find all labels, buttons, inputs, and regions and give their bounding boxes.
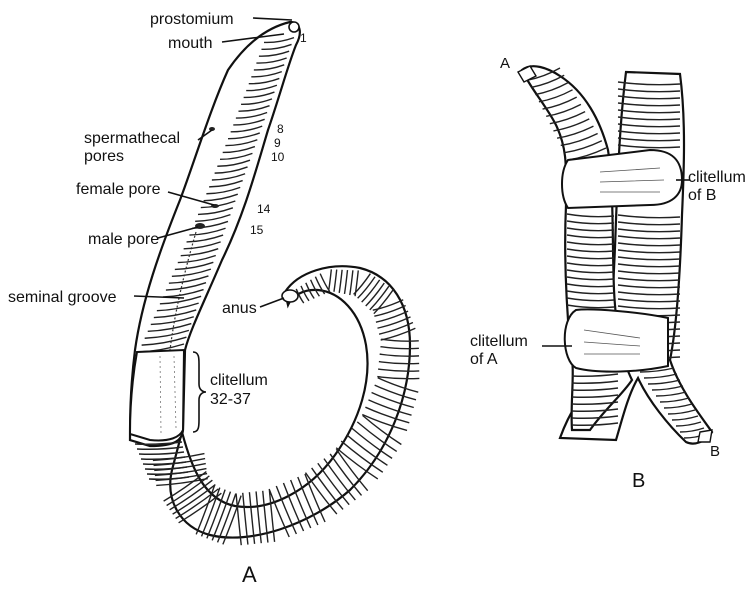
label-spermathecal-pores-line2: pores (84, 148, 124, 165)
worm-a-figure (130, 18, 419, 545)
label-mouth: mouth (168, 35, 212, 52)
label-clitellum-of-a-line2: of A (470, 351, 498, 368)
label-anus: anus (222, 300, 257, 317)
segment-number-1: 1 (300, 31, 307, 45)
caption-a: A (242, 562, 257, 587)
label-clitellum-of-b-line2: of B (688, 187, 716, 204)
label-spermathecal-pores-line1: spermathecal (84, 130, 180, 147)
label-worm-a-end: A (500, 55, 510, 72)
anus-leader (260, 298, 284, 307)
caption-b: B (632, 470, 645, 492)
segment-number-8: 8 (277, 122, 284, 136)
label-clitellum-of-b-line1: clitellum (688, 169, 746, 186)
label-seminal-groove: seminal groove (8, 289, 117, 306)
label-male-pore: male pore (88, 231, 159, 248)
worm-a-prostomium (289, 22, 299, 32)
worm-b-figure (518, 66, 712, 444)
segment-ring (137, 447, 183, 449)
label-prostomium: prostomium (150, 11, 234, 28)
label-clitellum-line1: clitellum (210, 372, 268, 389)
worm-a-anus-end (282, 290, 298, 302)
clitellum-brace (193, 352, 206, 432)
prostomium-leader (253, 18, 292, 20)
segment-number-10: 10 (271, 150, 285, 164)
clitellum-of-b-band (562, 150, 682, 208)
clitellum-of-a-band (565, 309, 668, 371)
label-female-pore: female pore (76, 181, 161, 198)
label-worm-b-end: B (710, 443, 720, 460)
segment-number-15: 15 (250, 223, 264, 237)
label-clitellum-line2: 32-37 (210, 391, 251, 408)
segment-number-14: 14 (257, 202, 271, 216)
label-clitellum-of-a-line1: clitellum (470, 333, 528, 350)
segment-number-9: 9 (274, 136, 281, 150)
worm-b-mate-tail (698, 430, 712, 442)
